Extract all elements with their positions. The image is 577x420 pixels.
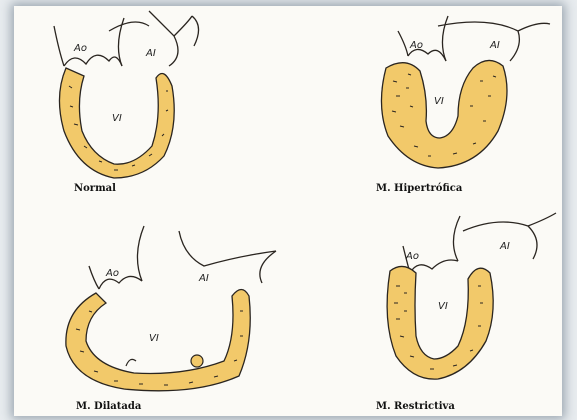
papillary-muscle (191, 355, 203, 367)
panel-normal: Ao AI VI Normal (14, 6, 288, 211)
valve-outline (64, 55, 122, 66)
heart-normal-drawing: Ao AI VI (14, 6, 288, 211)
label-atrium: AI (198, 273, 209, 284)
label-ventricle: VI (112, 113, 122, 124)
valve-outline (408, 49, 446, 61)
vessel-outline (403, 213, 556, 273)
label-atrium: AI (499, 241, 510, 252)
label-atrium: AI (145, 48, 156, 59)
caption-restrictiva: M. Restrictiva (376, 401, 455, 412)
figure-frame: Ao AI VI Normal Ao AI VI M. Hipertrófica… (14, 6, 562, 416)
vessel-outline (398, 16, 550, 61)
panel-dilatada: Ao AI VI M. Dilatada (14, 211, 288, 416)
label-aorta: Ao (409, 40, 423, 51)
heart-hypertrophic-drawing: Ao AI VI (288, 6, 562, 211)
panel-hipertrofica: Ao AI VI M. Hipertrófica (288, 6, 562, 211)
label-ventricle: VI (434, 96, 444, 107)
label-ventricle: VI (149, 333, 159, 344)
label-aorta: Ao (105, 268, 119, 279)
caption-dilatada: M. Dilatada (76, 401, 141, 412)
papillary-muscle (126, 359, 136, 366)
myocardium-wall (381, 60, 507, 168)
label-atrium: AI (489, 40, 500, 51)
label-ventricle: VI (438, 301, 448, 312)
heart-dilated-drawing: Ao AI VI (14, 211, 288, 416)
myocardium-wall (387, 266, 493, 379)
heart-restrictive-drawing: Ao AI VI (288, 211, 562, 416)
label-aorta: Ao (405, 251, 419, 262)
caption-hipertrofica: M. Hipertrófica (376, 183, 462, 194)
vessel-outline (89, 226, 276, 289)
panel-restrictiva: Ao AI VI M. Restrictiva (288, 211, 562, 416)
caption-normal: Normal (74, 183, 116, 194)
label-aorta: Ao (73, 43, 87, 54)
